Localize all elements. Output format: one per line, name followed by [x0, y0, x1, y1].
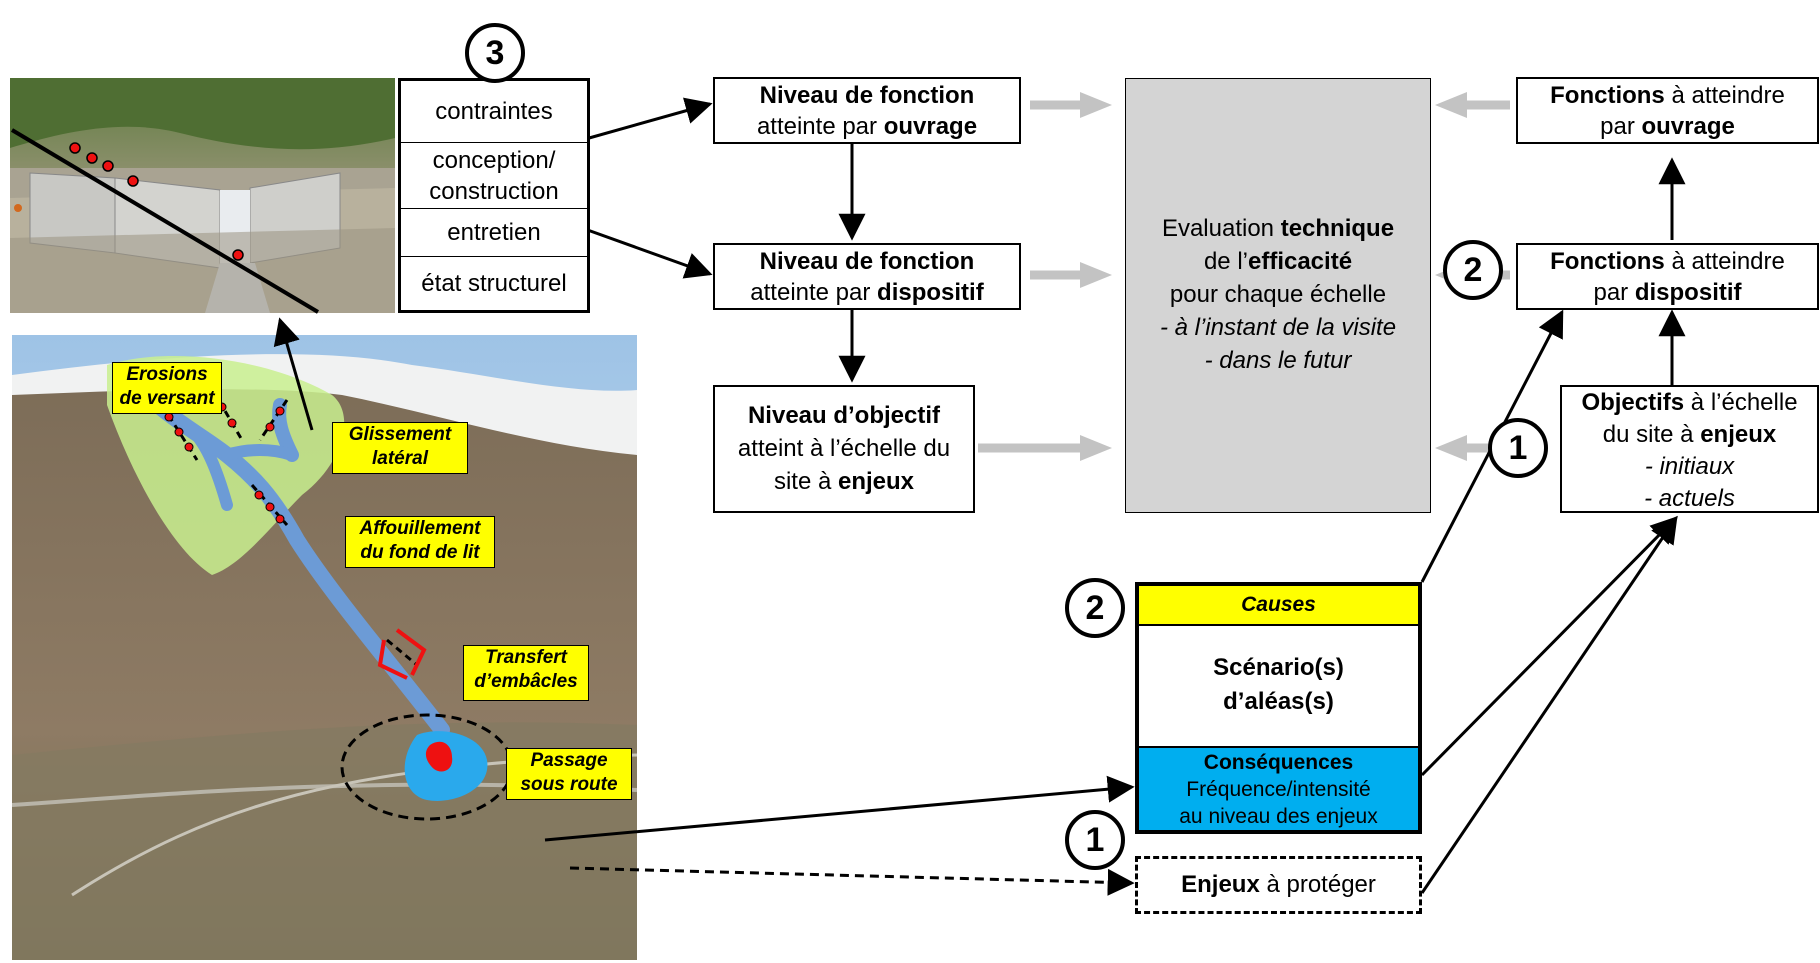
check-dam-photo: [10, 78, 395, 313]
niveau-fonction-dispositif-box: Niveau de fonction atteinte par disposit…: [713, 243, 1021, 310]
profile-points: [69, 142, 244, 261]
step-3-marker: 3: [465, 23, 525, 83]
table-row: état structurel: [421, 270, 567, 297]
table-row: contraintes: [401, 81, 587, 143]
scenario-title: Scénario(s) d’aléas(s): [1213, 654, 1344, 715]
niveau-fonction-ouvrage-box: Niveau de fonction atteinte par ouvrage: [713, 77, 1021, 144]
step-2-marker-scenario: 2: [1065, 578, 1125, 638]
constraints-table: contraintes conception/ construction ent…: [398, 78, 590, 313]
fonctions-dispositif-box: Fonctions à atteindre par dispositif: [1516, 243, 1819, 310]
table-row: entretien: [401, 209, 587, 257]
step-1-marker-top: 1: [1488, 418, 1548, 478]
fonctions-ouvrage-box: Fonctions à atteindre par ouvrage: [1516, 77, 1819, 144]
evaluation-box: Evaluation technique de l’efficacité pou…: [1125, 78, 1431, 513]
table-row: conception/ construction: [401, 143, 587, 209]
niveau-objectif-box: Niveau d’objectif atteint à l’échelle du…: [713, 385, 975, 513]
enjeux-box: Enjeux à protéger: [1135, 856, 1422, 914]
step-1-marker-scenario: 1: [1065, 810, 1125, 870]
profile-line: [10, 128, 320, 314]
objectifs-box: Objectifs à l’échelle du site à enjeux -…: [1560, 385, 1819, 513]
step-2-marker-top: 2: [1443, 240, 1503, 300]
consequences-band: Conséquences Fréquence/intensité au nive…: [1139, 746, 1418, 830]
scenario-box: Causes Scénario(s) d’aléas(s) Conséquenc…: [1135, 582, 1422, 834]
causes-band: Causes: [1139, 586, 1418, 626]
